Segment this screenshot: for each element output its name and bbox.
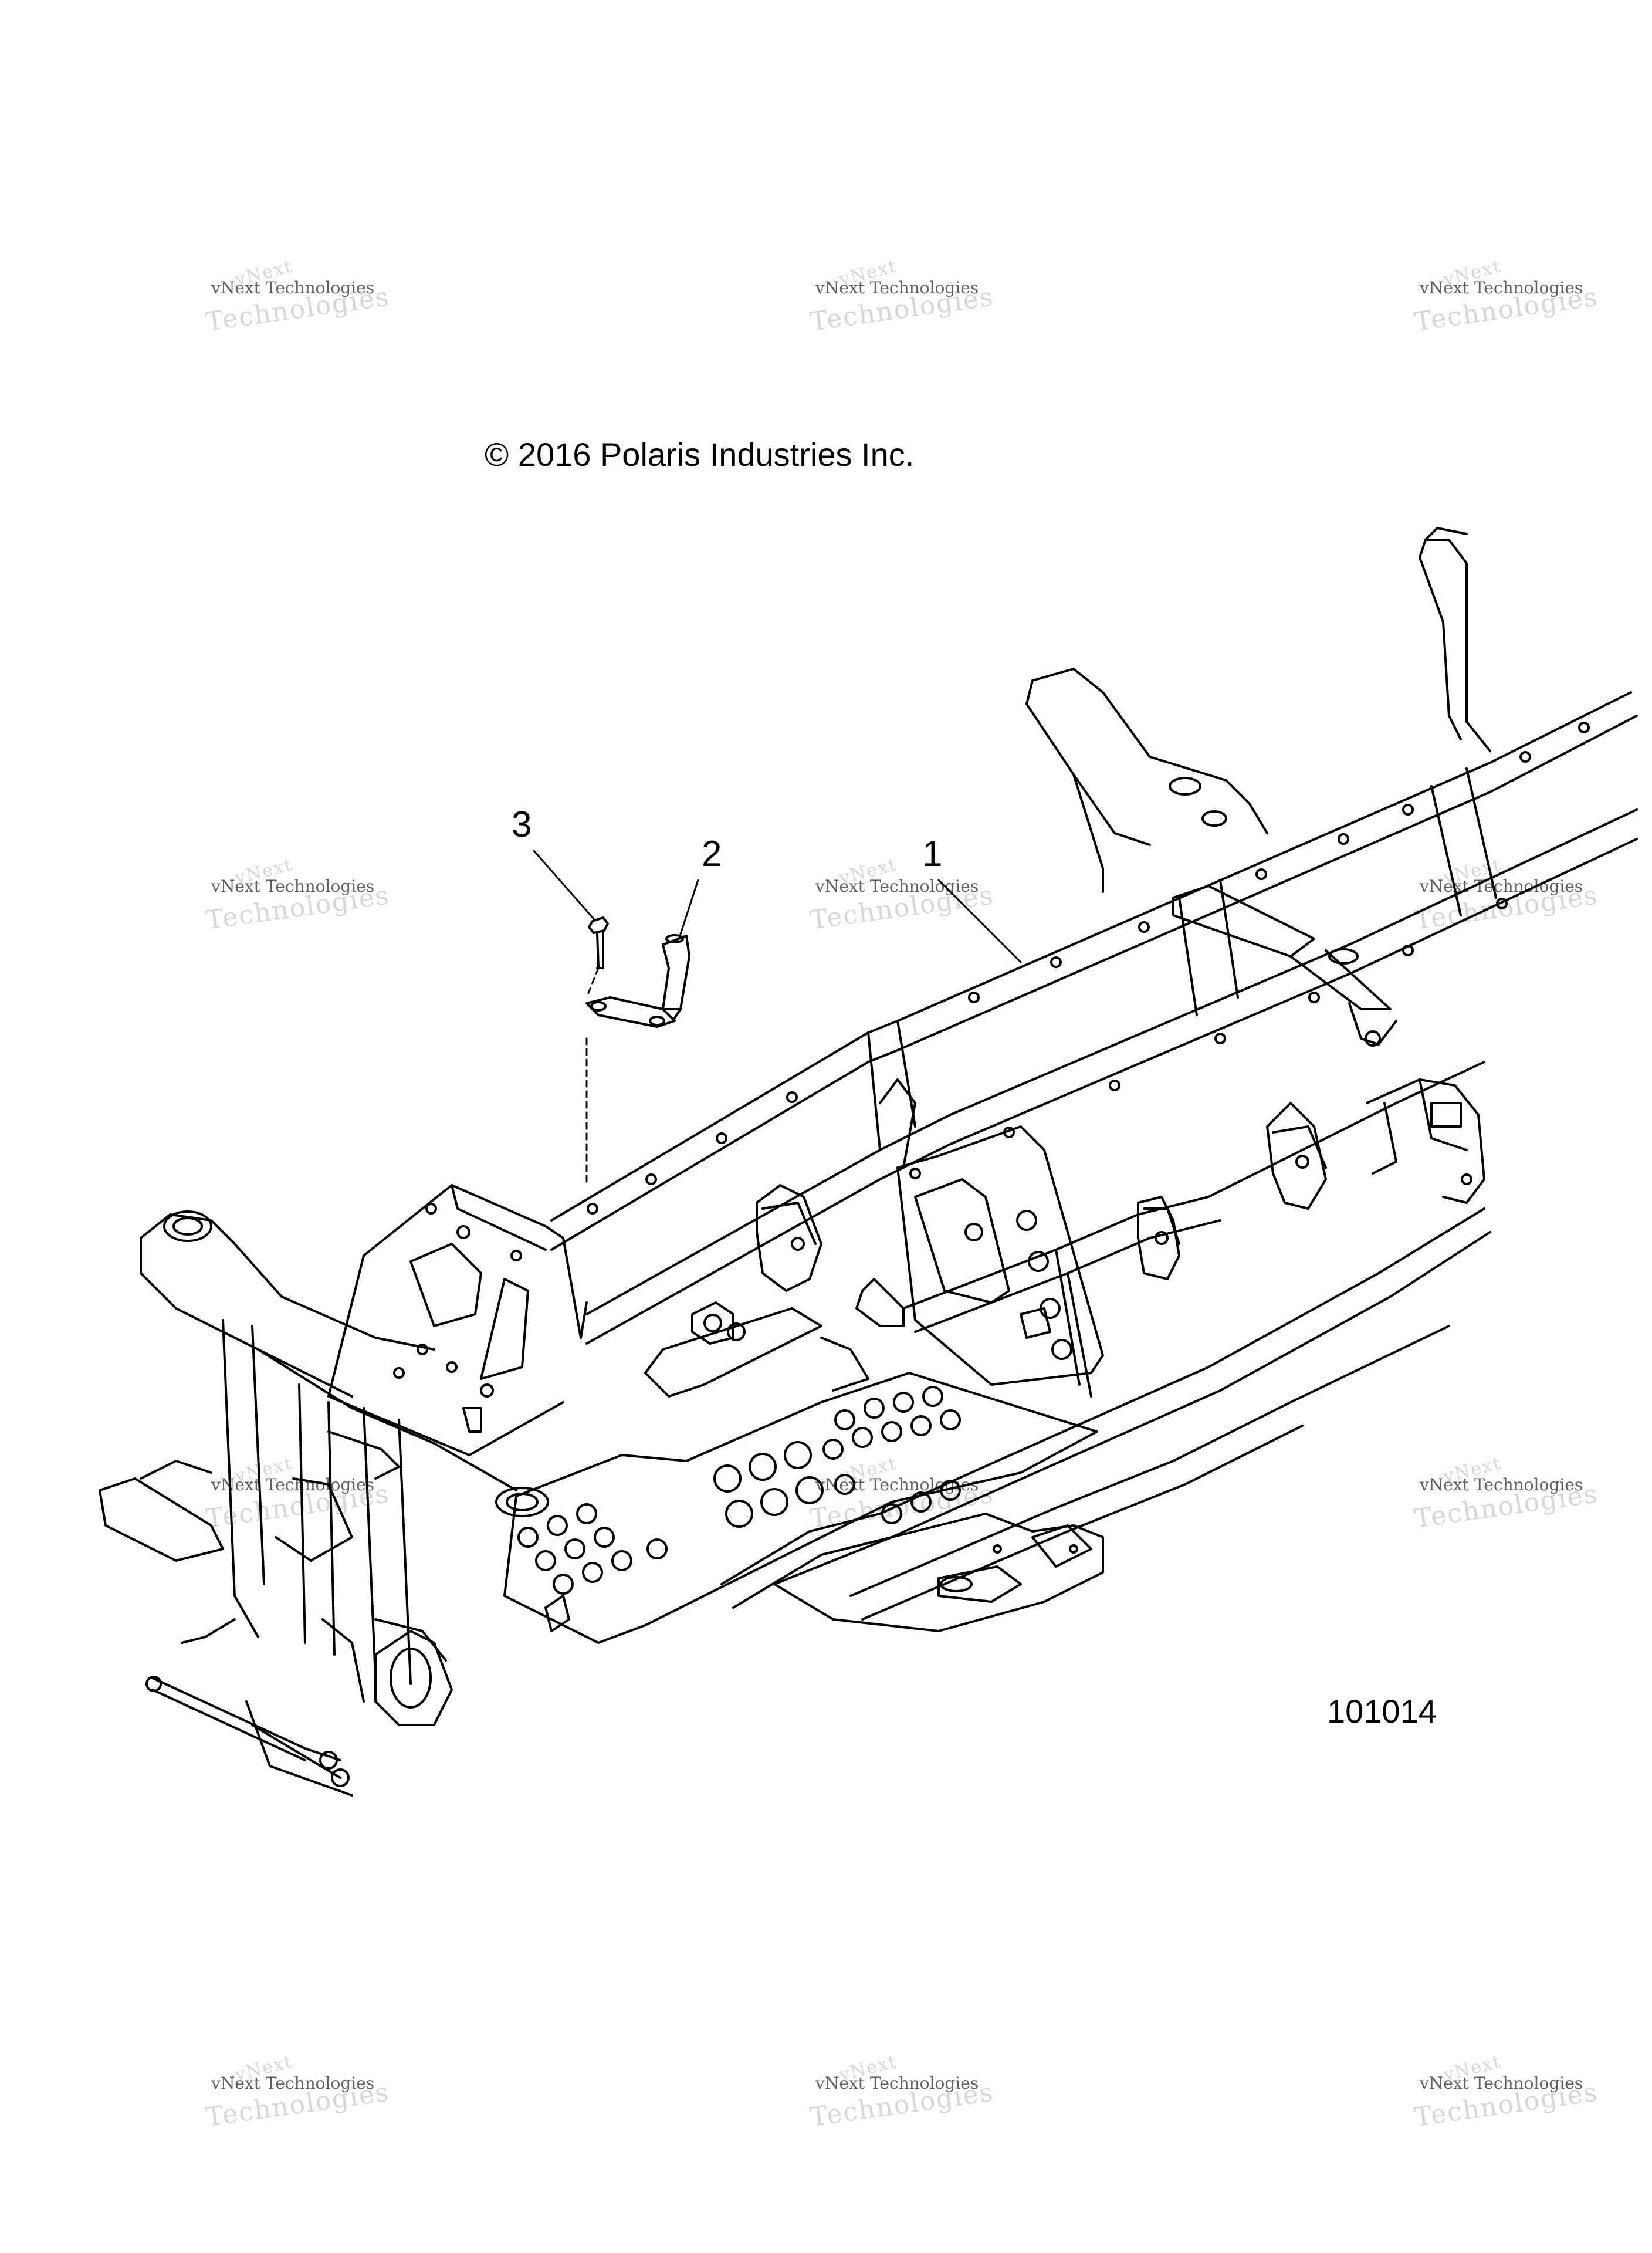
rear-receiver xyxy=(1366,1078,1485,1204)
front-lower xyxy=(99,1319,453,1797)
floor-pan xyxy=(503,1372,1098,1644)
watermark: vNext vNext Technologies Technologies xyxy=(1413,1443,1652,1537)
watermark-line2: vNext Technologies xyxy=(211,2073,375,2093)
leader-lines xyxy=(533,850,1022,1186)
watermark: vNext vNext Technologies Technologies xyxy=(808,246,1062,340)
watermark-line2: vNext Technologies xyxy=(815,1475,979,1494)
watermark-line2: vNext Technologies xyxy=(1420,2073,1583,2093)
callout-2: 2 xyxy=(702,834,722,874)
copyright-text: © 2016 Polaris Industries Inc. xyxy=(485,436,915,473)
callout-1: 1 xyxy=(922,834,943,874)
rear-hoop xyxy=(1419,527,1491,752)
mid-crossbar xyxy=(644,1278,905,1398)
bracket-part-2 xyxy=(585,934,690,1028)
watermark-line2: vNext Technologies xyxy=(211,877,375,896)
upper-rails xyxy=(550,691,1638,1345)
front-nose xyxy=(140,1210,549,1517)
watermark: vNext vNext Technologies Technologies xyxy=(808,2042,1062,2136)
watermark: vNext vNext Technologies Technologies xyxy=(1413,2042,1652,2136)
center-bulkhead xyxy=(879,1078,1104,1386)
rear-crossbeam xyxy=(1172,885,1397,1047)
watermark: vNext vNext Technologies Technologies xyxy=(1413,246,1652,340)
seat-brackets xyxy=(756,1102,1327,1292)
watermark-line2: vNext Technologies xyxy=(1420,877,1583,896)
watermark: vNext vNext Technologies Technologies xyxy=(204,246,458,340)
bolt-part-3 xyxy=(588,916,609,969)
watermark-line2: vNext Technologies xyxy=(815,278,979,297)
lower-rails xyxy=(720,1061,1491,1621)
watermark: vNext vNext Technologies Technologies xyxy=(204,2042,458,2136)
callout-3: 3 xyxy=(512,804,532,845)
watermark: vNext vNext Technologies Technologies xyxy=(204,845,458,939)
watermark-line2: vNext Technologies xyxy=(211,278,375,297)
right-floor xyxy=(773,1513,1104,1632)
watermark-line2: vNext Technologies xyxy=(1420,278,1583,297)
watermark: vNext vNext Technologies Technologies xyxy=(808,1443,1062,1537)
diagram-id: 101014 xyxy=(1327,1693,1437,1730)
watermark: vNext vNext Technologies Technologies xyxy=(1413,845,1652,939)
mid-brace xyxy=(1025,668,1268,893)
watermark-line2: vNext Technologies xyxy=(815,2073,979,2093)
watermark-line2: vNext Technologies xyxy=(1420,1475,1583,1494)
